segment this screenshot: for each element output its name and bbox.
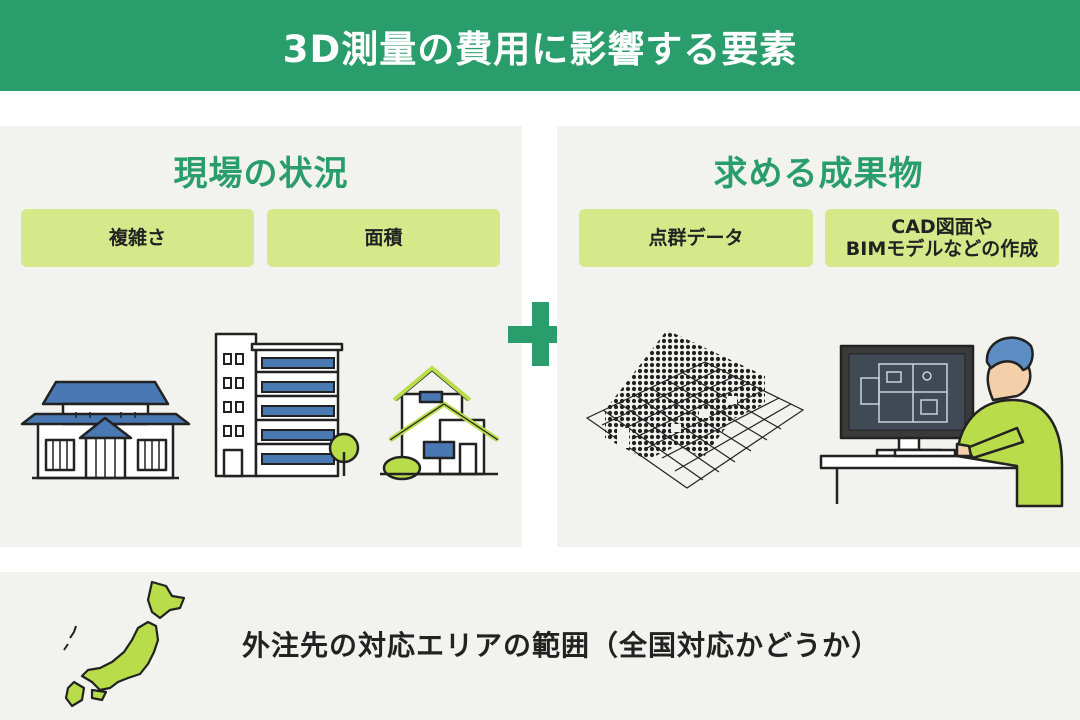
point-cloud-chip: 点群データ [579, 209, 813, 267]
complexity-label: 複雑さ [108, 227, 166, 249]
cad-bim-label-line1: CAD図面や [891, 216, 993, 238]
modern-house-icon [380, 366, 500, 481]
site-conditions-title: 現場の状況 [173, 154, 349, 194]
area-label: 面積 [364, 227, 403, 249]
area-chip: 面積 [267, 209, 500, 267]
service-area-strip: 外注先の対応エリアの範囲（全国対応かどうか） [0, 572, 1080, 720]
deliverables-panel: 求める成果物 点群データ CAD図面や BIMモデルなどの作成 [557, 126, 1080, 547]
plus-icon [508, 302, 572, 366]
deliverables-title: 求める成果物 [713, 154, 924, 194]
point-cloud-label: 点群データ [648, 227, 744, 249]
service-area-text: 外注先の対応エリアの範囲（全国対応かどうか） [242, 629, 881, 662]
complexity-chip: 複雑さ [21, 209, 254, 267]
page-title: 3D測量の費用に影響する要素 [0, 0, 1080, 91]
cad-bim-chip: CAD図面や BIMモデルなどの作成 [825, 209, 1059, 267]
japanese-house-icon [20, 380, 191, 480]
apartment-building-icon [214, 332, 360, 478]
japan-map-icon [63, 580, 186, 708]
site-conditions-panel: 現場の状況 複雑さ 面積 [0, 126, 522, 547]
point-cloud-house-icon [585, 330, 805, 489]
cad-worker-icon [819, 336, 1064, 508]
cad-bim-label-line2: BIMモデルなどの作成 [845, 238, 1039, 260]
